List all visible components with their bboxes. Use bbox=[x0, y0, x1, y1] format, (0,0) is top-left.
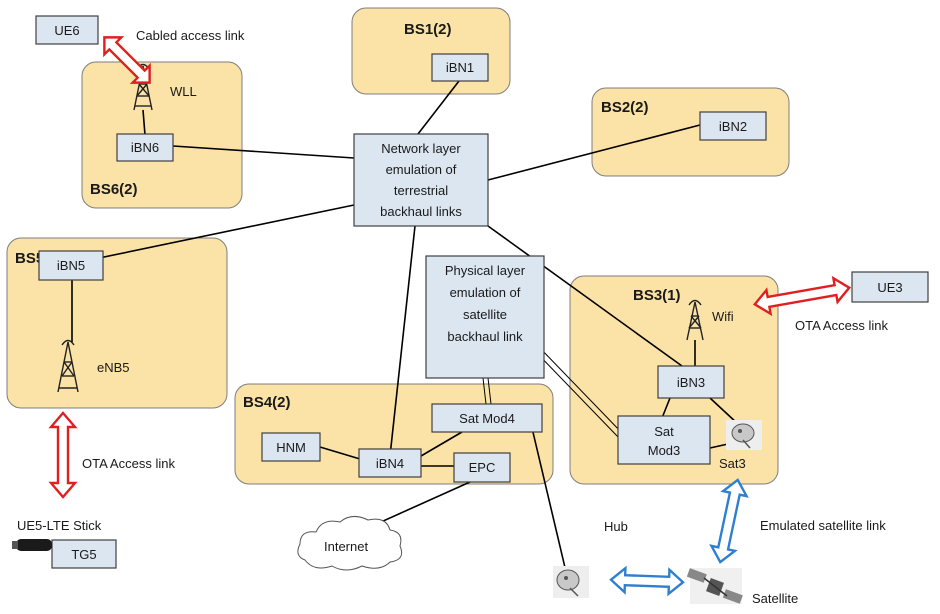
group-label-bs3: BS3(1) bbox=[633, 287, 681, 304]
node-satmod4: Sat Mod4 bbox=[459, 411, 515, 426]
label-emulated-satellite-link: Emulated satellite link bbox=[760, 518, 886, 533]
hub-dish-icon bbox=[553, 566, 589, 598]
node-tg5-box bbox=[51, 539, 117, 569]
node-hnm-box bbox=[261, 432, 321, 462]
physical-emulation-box bbox=[425, 255, 545, 379]
node-ue3-box bbox=[851, 271, 929, 303]
link-ibn3-netemu bbox=[487, 225, 683, 367]
network-emulation-line-2: emulation of bbox=[386, 162, 457, 177]
physical-emulation-line-1: Physical layer bbox=[445, 263, 526, 278]
link-ibn5-netemu bbox=[79, 204, 355, 263]
label-ota-access-link-left: OTA Access link bbox=[82, 456, 175, 471]
link-hnm-ibn4 bbox=[319, 446, 361, 460]
label-sat3: Sat3 bbox=[719, 456, 746, 471]
physical-emulation-line-4: backhaul link bbox=[447, 329, 523, 344]
group-label-bs6: BS6(2) bbox=[90, 181, 138, 198]
wifi-antenna-icon bbox=[686, 299, 704, 341]
node-ibn5: iBN5 bbox=[57, 258, 85, 273]
node-ibn4: iBN4 bbox=[376, 456, 404, 471]
physical-emulation-line-3: satellite bbox=[463, 307, 507, 322]
lte-stick-icon bbox=[12, 539, 52, 551]
label-internet: Internet bbox=[324, 539, 368, 554]
link-satmod3-sat3 bbox=[709, 443, 729, 449]
link-ibn6-wll bbox=[142, 109, 146, 136]
satellite-icon bbox=[686, 568, 743, 604]
internet-cloud-icon bbox=[297, 516, 403, 571]
node-ibn3-box bbox=[657, 365, 725, 399]
link-satmod4-hub bbox=[531, 427, 568, 577]
node-satmod4-box bbox=[431, 403, 543, 433]
node-ue3: UE3 bbox=[877, 280, 902, 295]
label-wifi: Wifi bbox=[712, 309, 734, 324]
cabled-access-link-arrow bbox=[103, 36, 151, 84]
node-epc-box bbox=[453, 452, 511, 483]
network-emulation-line-4: backhaul links bbox=[380, 204, 462, 219]
node-tg5: TG5 bbox=[71, 547, 96, 562]
double-link-phys-satmod4 bbox=[482, 377, 492, 405]
network-emulation-line-3: terrestrial bbox=[394, 183, 448, 198]
label-ota-access-link-right: OTA Access link bbox=[795, 318, 888, 333]
node-ibn5-box bbox=[38, 250, 104, 281]
link-epc-internet bbox=[371, 481, 471, 527]
sat3-dish-icon bbox=[726, 420, 762, 450]
node-ibn6-box bbox=[116, 133, 174, 162]
label-ue5-lte-stick: UE5-LTE Stick bbox=[17, 518, 102, 533]
group-label-bs2: BS2(2) bbox=[601, 99, 649, 116]
node-satmod3-line-1: Sat bbox=[654, 424, 674, 439]
ota-access-link-ue5-arrow bbox=[48, 411, 78, 499]
node-ibn1-box bbox=[431, 53, 489, 82]
link-ibn3-sat3 bbox=[709, 397, 739, 425]
physical-emulation-line-2: emulation of bbox=[450, 285, 521, 300]
link-ibn6-netemu bbox=[172, 145, 355, 159]
node-ibn4-box bbox=[358, 448, 422, 478]
node-hnm: HNM bbox=[276, 440, 306, 455]
ota-access-link-ue3-arrow bbox=[752, 275, 852, 317]
label-satellite: Satellite bbox=[752, 591, 798, 606]
group-label-bs4: BS4(2) bbox=[243, 394, 291, 411]
node-satmod3-box bbox=[617, 415, 711, 465]
link-ibn1-netemu bbox=[417, 80, 460, 135]
label-enb5: eNB5 bbox=[97, 360, 130, 375]
link-ibn3-satmod3 bbox=[661, 397, 671, 419]
network-emulation-line-1: Network layer bbox=[381, 141, 461, 156]
emulated-satellite-link-arrow bbox=[709, 478, 749, 564]
label-hub: Hub bbox=[604, 519, 628, 534]
node-ibn2-box bbox=[699, 111, 767, 141]
node-ibn2: iBN2 bbox=[719, 119, 747, 134]
label-cabled-access-link: Cabled access link bbox=[136, 28, 245, 43]
node-ibn6: iBN6 bbox=[131, 140, 159, 155]
link-ibn2-netemu bbox=[487, 124, 701, 181]
node-ue6-box bbox=[35, 15, 99, 45]
link-ibn4-netemu bbox=[389, 225, 416, 457]
enb5-antenna-icon bbox=[57, 339, 79, 393]
node-ibn3: iBN3 bbox=[677, 375, 705, 390]
node-epc: EPC bbox=[469, 460, 496, 475]
link-ibn4-satmod4 bbox=[420, 431, 463, 457]
hub-satellite-link-arrow bbox=[609, 565, 685, 597]
network-emulation-box bbox=[353, 133, 489, 227]
node-ue6: UE6 bbox=[54, 23, 79, 38]
label-wll: WLL bbox=[170, 84, 197, 99]
group-bs2 bbox=[591, 87, 790, 177]
node-satmod3-line-2: Mod3 bbox=[648, 443, 681, 458]
node-ibn1: iBN1 bbox=[446, 60, 474, 75]
group-label-bs1: BS1(2) bbox=[404, 21, 452, 38]
double-link-phys-satmod3 bbox=[533, 345, 625, 440]
